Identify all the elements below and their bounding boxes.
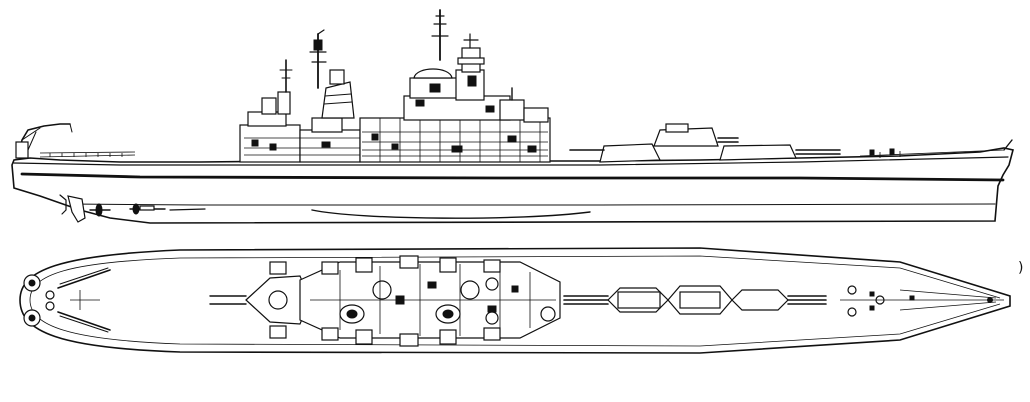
edge-mark: ) <box>1018 260 1023 276</box>
forward-turret-2-plan <box>563 287 669 313</box>
top-plan-view <box>19 247 1011 354</box>
forward-turret-3-plan <box>731 289 827 311</box>
stern-fittings <box>23 267 111 333</box>
side-profile-view <box>11 9 1014 224</box>
forward-turret-1 <box>653 123 739 147</box>
superstructure-plan <box>299 261 561 339</box>
aft-turret-plan <box>209 275 311 325</box>
bow-fittings <box>840 285 1004 317</box>
aft-funnel-mast <box>309 29 355 119</box>
propeller-1 <box>89 203 111 217</box>
rudder <box>67 195 86 223</box>
skeg <box>59 194 67 215</box>
forward-turret-2 <box>569 143 661 163</box>
main-superstructure <box>359 9 551 163</box>
stern-crane <box>15 123 73 159</box>
aft-superstructure <box>239 59 361 163</box>
forward-turret-3 <box>719 144 841 161</box>
secondary-mounts <box>269 255 501 347</box>
forward-turret-1-plan <box>667 285 733 315</box>
propeller-2 <box>129 203 166 215</box>
